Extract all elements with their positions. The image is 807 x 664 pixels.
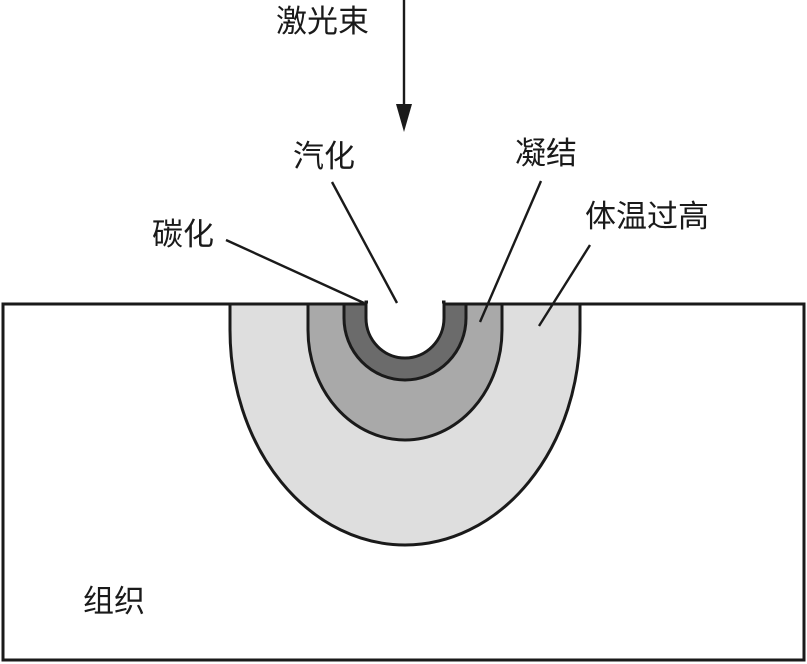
- leader-overheating: [537, 244, 592, 327]
- label-carbonization: 碳化: [152, 217, 214, 253]
- laser-beam-arrow-head: [396, 104, 412, 132]
- label-vaporization: 汽化: [293, 139, 355, 175]
- leader-vaporization: [330, 181, 399, 304]
- vaporization-crater: [364, 300, 446, 360]
- label-laser-beam: 激光束: [276, 4, 369, 40]
- leader-carbonization: [225, 238, 365, 305]
- leader-coagulation: [478, 180, 543, 323]
- label-coagulation: 凝结: [515, 136, 577, 172]
- label-tissue: 组织: [83, 584, 145, 620]
- crater-opening: [368, 300, 442, 308]
- label-overheating: 体温过高: [585, 199, 709, 235]
